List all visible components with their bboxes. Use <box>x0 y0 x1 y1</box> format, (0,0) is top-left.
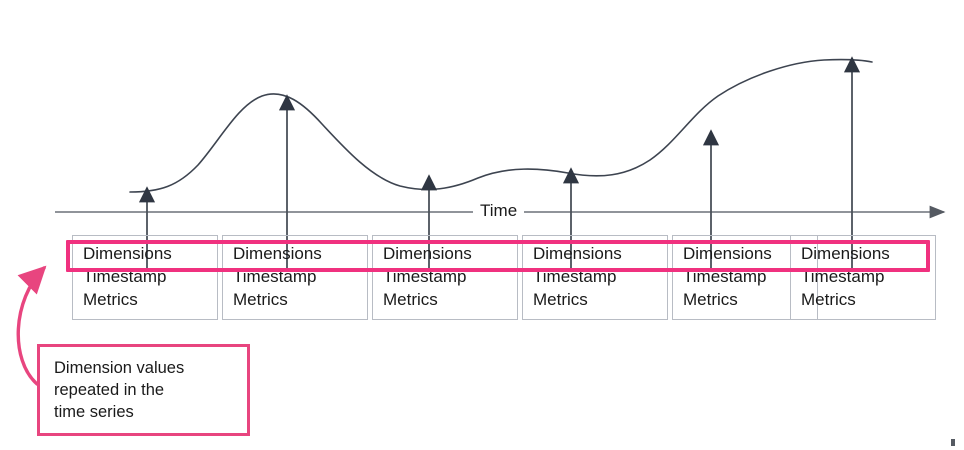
record-box[interactable]: Dimensions Timestamp Metrics <box>372 235 518 320</box>
callout-box[interactable]: Dimension values repeated in the time se… <box>37 344 250 436</box>
record-dimensions-label: Dimensions <box>801 244 890 263</box>
sample-arrows <box>138 56 861 268</box>
record-dimensions-label: Dimensions <box>683 244 772 263</box>
corner-tick-mark <box>951 439 955 446</box>
record-metrics-label: Metrics <box>533 290 588 309</box>
callout-connector-arrow <box>16 265 47 386</box>
value-curve <box>129 58 873 193</box>
record-dimensions-label: Dimensions <box>83 244 172 263</box>
record-metrics-label: Metrics <box>683 290 738 309</box>
record-metrics-label: Metrics <box>233 290 288 309</box>
record-dimensions-label: Dimensions <box>233 244 322 263</box>
record-metrics-label: Metrics <box>83 290 138 309</box>
callout-text: Dimension values repeated in the time se… <box>54 359 185 421</box>
record-metrics-label: Metrics <box>801 290 856 309</box>
dimensions-row-highlight <box>66 240 930 272</box>
record-metrics-label: Metrics <box>383 290 438 309</box>
axis-label-time: Time <box>473 201 525 221</box>
record-dimensions-label: Dimensions <box>383 244 472 263</box>
record-box[interactable]: Dimensions Timestamp Metrics <box>522 235 668 320</box>
record-dimensions-label: Dimensions <box>533 244 622 263</box>
